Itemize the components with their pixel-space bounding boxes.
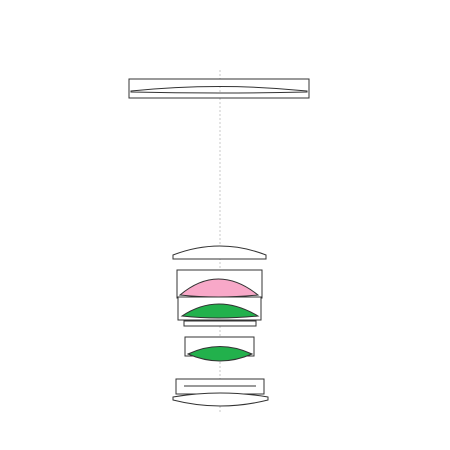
second-meniscus-element — [172, 245, 267, 260]
front-meniscus-element — [128, 78, 310, 99]
thin-plate-element — [183, 320, 257, 327]
green-biconvex-element-lower — [186, 346, 254, 362]
rear-meniscus-element — [172, 392, 269, 407]
rear-bracket-element — [175, 378, 265, 395]
green-biconvex-element-upper — [180, 303, 260, 319]
